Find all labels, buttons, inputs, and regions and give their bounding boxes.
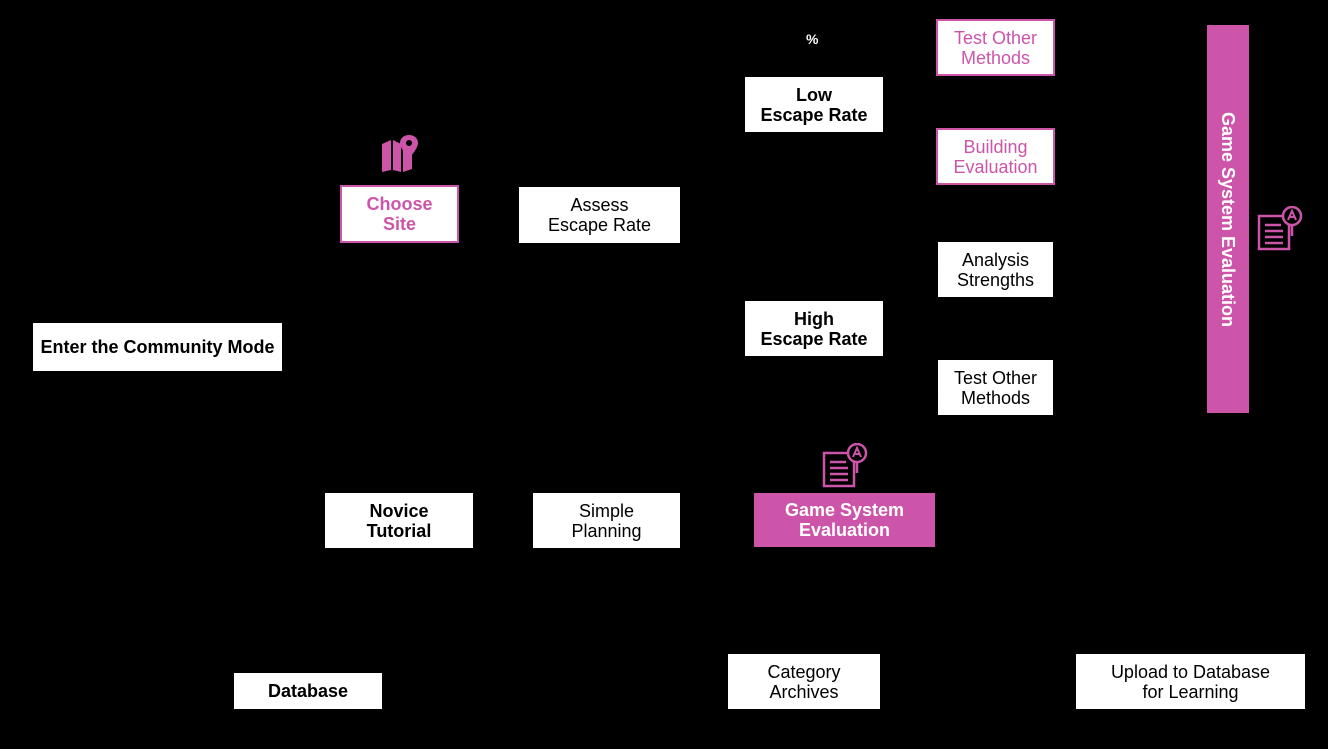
category-archives-node: Category Archives [728, 654, 880, 709]
high-escape-rate-node: High Escape Rate [745, 301, 883, 356]
report-document-icon [1257, 206, 1303, 251]
analysis-strengths-node: Analysis Strengths [938, 242, 1053, 297]
database-node: Database [234, 673, 382, 709]
percent-label: % [806, 31, 819, 47]
simple-planning-node: Simple Planning [533, 493, 680, 548]
building-evaluation-node: Building Evaluation [936, 128, 1055, 185]
map-pin-icon [382, 135, 418, 172]
report-document-icon [822, 443, 868, 488]
game-system-evaluation-vertical-label: Game System Evaluation [1218, 111, 1239, 327]
test-other-methods-bottom-node: Test Other Methods [938, 360, 1053, 415]
novice-tutorial-node: Novice Tutorial [325, 493, 473, 548]
assess-escape-rate-node: Assess Escape Rate [519, 187, 680, 243]
test-other-methods-top-node: Test Other Methods [936, 19, 1055, 76]
low-escape-rate-node: Low Escape Rate [745, 77, 883, 132]
enter-community-mode-node: Enter the Community Mode [33, 323, 282, 371]
choose-site-node: Choose Site [340, 185, 459, 243]
upload-to-database-node: Upload to Database for Learning [1076, 654, 1305, 709]
game-system-evaluation-vertical-bar: Game System Evaluation [1207, 25, 1249, 413]
game-system-evaluation-node: Game System Evaluation [754, 493, 935, 547]
